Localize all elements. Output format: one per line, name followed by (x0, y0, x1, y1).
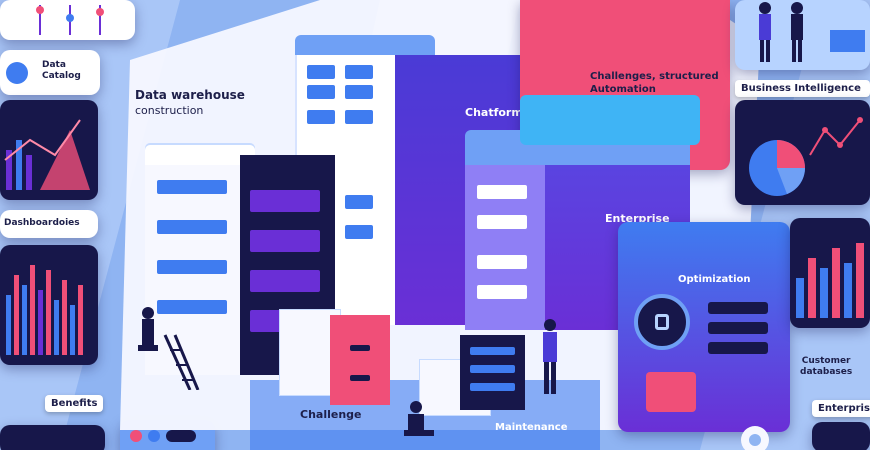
customer-databases-label: Customer databases (800, 356, 853, 377)
benefits-tag: Benefits (45, 395, 104, 412)
business-intelligence-tag: Business Intelligence (735, 80, 870, 97)
bottom-left-panel (0, 425, 105, 450)
front-server-body (145, 165, 240, 375)
left-chart-panel (0, 100, 98, 200)
person-icon (543, 319, 557, 394)
data-warehouse-label: Data warehouse (135, 88, 245, 102)
maintenance-label: Maintenance (495, 422, 568, 433)
gear-icon-bottom (741, 426, 769, 450)
optimization-panel: Optimization (618, 222, 790, 432)
top-left-panel (0, 0, 135, 40)
enterprise-bottom-tag: Enterprise (812, 400, 870, 417)
person-ladder-icon (138, 307, 200, 390)
data-catalog-label: Data Catalog (42, 60, 81, 81)
top-right-panel (735, 0, 870, 70)
sitting-person-icon (404, 401, 434, 436)
bar-chart-icon-right (796, 243, 864, 318)
pie-chart-panel (735, 100, 870, 205)
line-chart-icon (4, 119, 90, 190)
construction-label: construction (135, 104, 204, 117)
dashboards-tag: Dashboardoies (0, 210, 98, 238)
lock-icon (634, 294, 690, 350)
bottom-right-panel (812, 422, 870, 450)
file-box-navy (460, 335, 525, 410)
enterprise-label: Enterprise (605, 212, 670, 225)
left-bar-chart-panel (0, 245, 98, 365)
dashboards-label: Dashboardoies (4, 218, 80, 228)
pie-chart-icon (749, 117, 863, 196)
bar-chart-icon (6, 265, 83, 355)
network-icon (36, 5, 104, 35)
challenges-automation-label: Challenges, structured Automation (590, 71, 719, 95)
gear-icon (6, 62, 28, 84)
blue-cube (520, 95, 700, 145)
optimization-label: Optimization (678, 274, 751, 285)
challenges-bottom-label: Challenge (300, 408, 362, 421)
file-box-pink (330, 315, 390, 405)
right-bar-chart-panel (790, 218, 870, 328)
data-catalog-panel: Data Catalog (0, 50, 100, 95)
enterprise-server-front (465, 165, 545, 330)
